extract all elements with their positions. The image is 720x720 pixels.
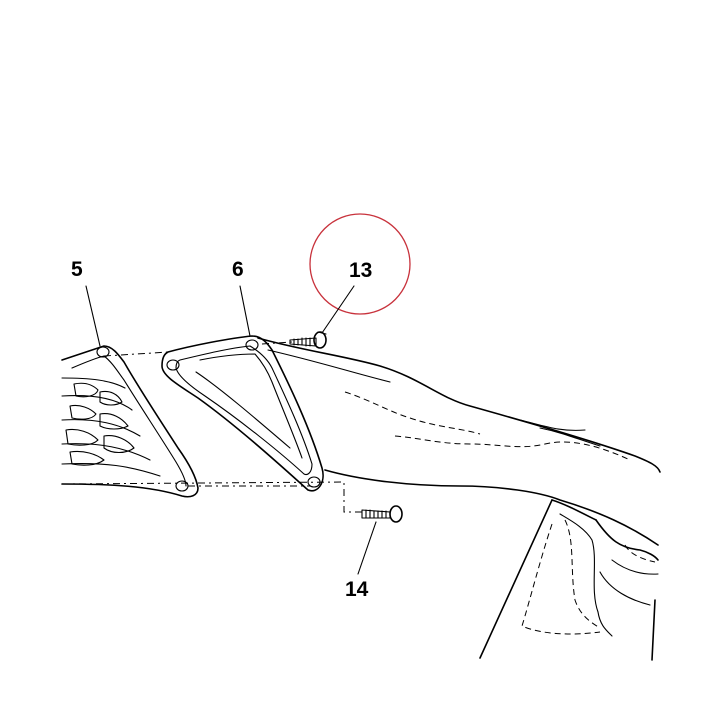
screw-13 bbox=[289, 331, 327, 349]
highlight-circle bbox=[309, 213, 411, 315]
callout-label-13: 13 bbox=[349, 259, 372, 282]
callout-label-6: 6 bbox=[232, 258, 244, 281]
alignment-lines bbox=[61, 341, 362, 513]
gasket-flange-6 bbox=[161, 335, 324, 492]
leader-lines bbox=[85, 285, 377, 575]
callout-label-5: 5 bbox=[71, 258, 83, 281]
screw-14 bbox=[361, 505, 403, 523]
lower-bracket bbox=[479, 499, 659, 661]
main-duct bbox=[257, 337, 661, 546]
vent-housing-5 bbox=[61, 345, 199, 498]
callout-label-14: 14 bbox=[345, 578, 369, 601]
